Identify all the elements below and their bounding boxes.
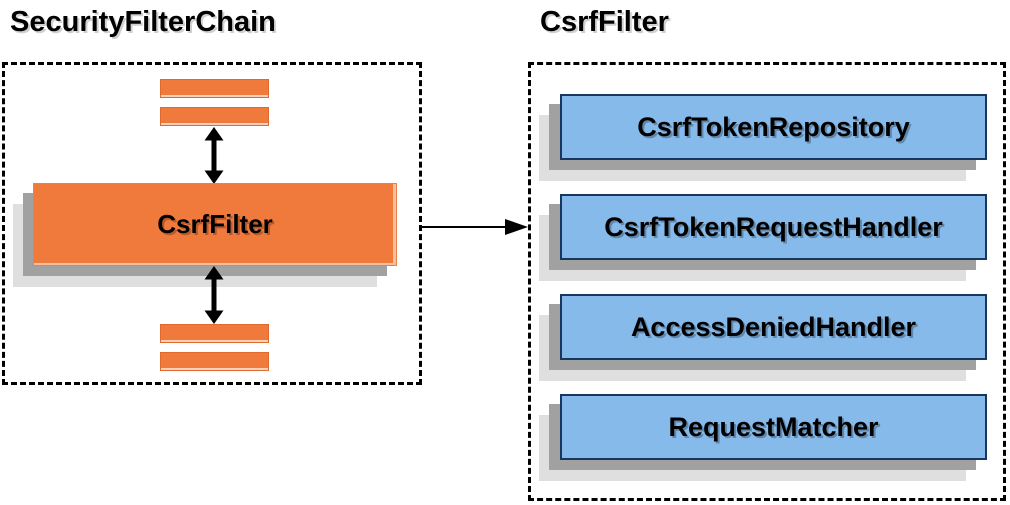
filter-placeholder-bar xyxy=(160,79,269,98)
csrf-token-request-handler-node: CsrfTokenRequestHandler xyxy=(560,194,987,260)
component-stack: AccessDeniedHandler xyxy=(539,294,1009,381)
component-label: CsrfTokenRepository xyxy=(637,111,910,142)
bidirectional-arrow-icon xyxy=(202,266,226,324)
csrf-filter-node-label: CsrfFilter xyxy=(157,209,273,239)
bidirectional-arrow-icon xyxy=(202,127,226,184)
csrf-filter-node: CsrfFilter xyxy=(33,183,397,266)
csrf-token-repository-node: CsrfTokenRepository xyxy=(560,94,987,160)
component-stack: CsrfTokenRepository xyxy=(539,94,1009,181)
request-matcher-node: RequestMatcher xyxy=(560,394,987,460)
component-label: CsrfTokenRequestHandler xyxy=(604,211,943,242)
access-denied-handler-node: AccessDeniedHandler xyxy=(560,294,987,360)
filter-placeholder-bar xyxy=(160,352,269,371)
component-label: RequestMatcher xyxy=(668,411,879,442)
filter-placeholder-bar xyxy=(160,324,269,343)
security-filter-chain-title: SecurityFilterChain xyxy=(10,6,276,38)
component-stack: RequestMatcher xyxy=(539,394,1009,481)
csrf-filter-title: CsrfFilter xyxy=(540,6,669,38)
csrf-filter-boundary xyxy=(528,62,1006,501)
csrf-filter-stack: CsrfFilter xyxy=(13,183,417,308)
component-stack: CsrfTokenRequestHandler xyxy=(539,194,1009,281)
filter-placeholder-bar xyxy=(160,107,269,126)
component-label: AccessDeniedHandler xyxy=(630,311,917,342)
flow-arrow-icon xyxy=(422,218,528,236)
security-filter-chain-boundary xyxy=(2,62,422,385)
